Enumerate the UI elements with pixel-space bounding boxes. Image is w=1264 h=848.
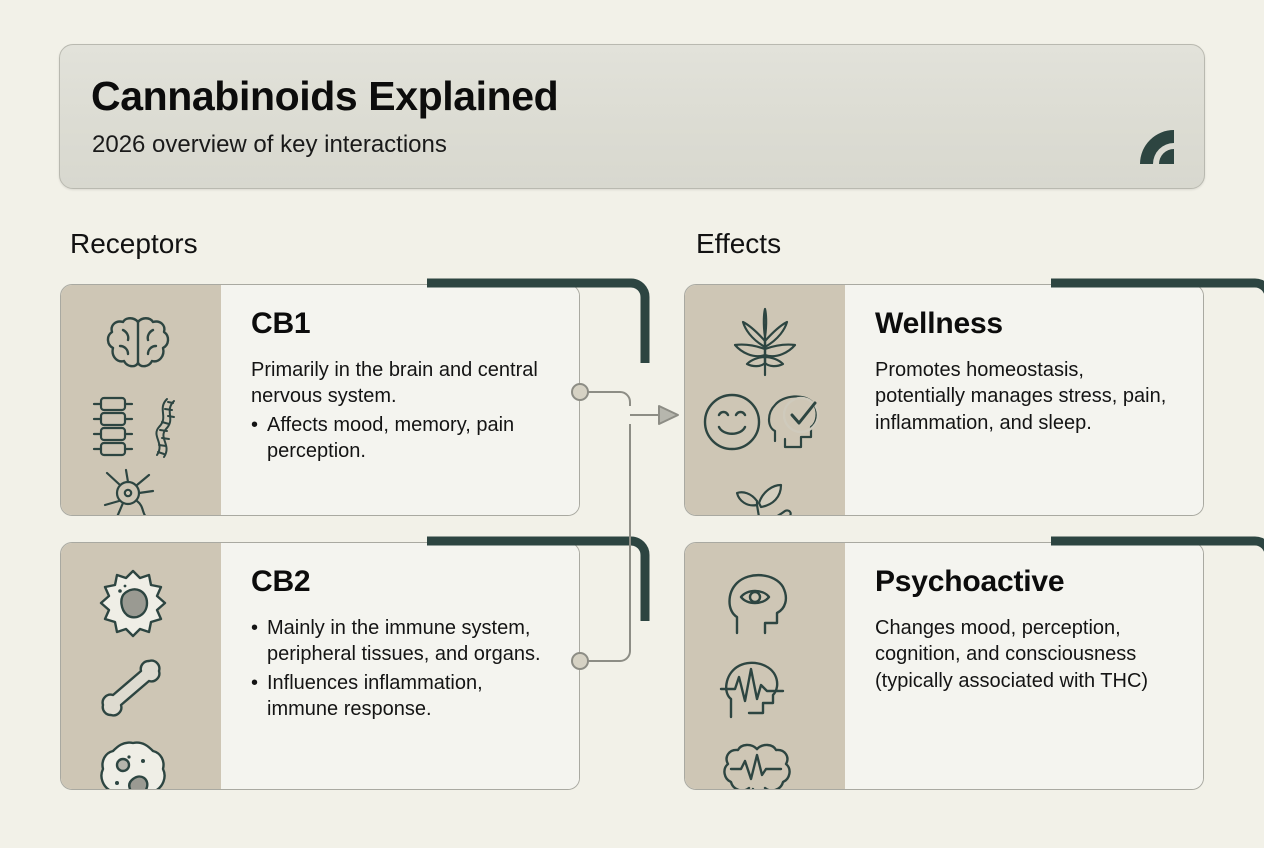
icon-panel-wellness [685,285,845,515]
vertebrae-icon [92,396,134,457]
head-check-icon [767,395,820,449]
card-title-cb2: CB2 [251,565,311,598]
card-title-wellness: Wellness [875,307,1003,340]
list-item: Mainly in the immune system, peripheral … [251,615,553,668]
card-bullets-cb2: Mainly in the immune system, peripheral … [251,615,553,723]
card-cb2[interactable]: CB2 Mainly in the immune system, periphe… [60,536,650,790]
card-title-psychoactive: Psychoactive [875,565,1065,598]
card-lead-cb1: Primarily in the brain and central nervo… [251,359,538,408]
list-item: Influences inflammation, immune response… [251,670,553,723]
card-title-cb1: CB1 [251,307,311,340]
icon-panel-cb1 [61,285,221,515]
card-psychoactive[interactable]: Psychoactive Changes mood, perception, c… [684,536,1264,790]
hand-sprout-icon [735,483,792,515]
arc-quarter-circle-logo [1140,130,1174,164]
head-waveform-icon [719,661,785,719]
spine-icon [155,398,175,458]
immune-cell-icon [99,569,167,638]
column-heading-receptors: Receptors [70,228,198,259]
page-subtitle: 2026 overview of key interactions [92,131,447,158]
card-cb1[interactable]: CB1 Primarily in the brain and central n… [60,278,650,516]
macrophage-icon [100,741,166,789]
column-heading-effects: Effects [696,228,782,259]
smiley-face-icon [703,393,761,451]
list-item: Affects mood, memory, pain perception. [251,412,553,465]
card-wellness[interactable]: Wellness Promotes homeostasis, potential… [684,278,1264,516]
card-lead-psychoactive: Changes mood, perception, cognition, and… [875,617,1149,692]
page-title: Cannabinoids Explained [91,73,559,119]
header-banner: Cannabinoids Explained 2026 overview of … [59,44,1205,189]
brain-icon [106,317,170,368]
bone-icon [101,659,161,717]
brain-pulse-icon [723,743,791,789]
cannabis-leaf-icon [733,307,797,377]
card-lead-wellness: Promotes homeostasis, potentially manage… [875,359,1167,434]
head-eye-icon [728,574,788,635]
neuron-icon [103,468,155,515]
icon-panel-psychoactive [685,543,845,789]
card-bullets-cb1: Affects mood, memory, pain perception. [251,412,553,465]
icon-panel-cb2 [61,543,221,789]
arrow-right-icon [658,405,679,425]
